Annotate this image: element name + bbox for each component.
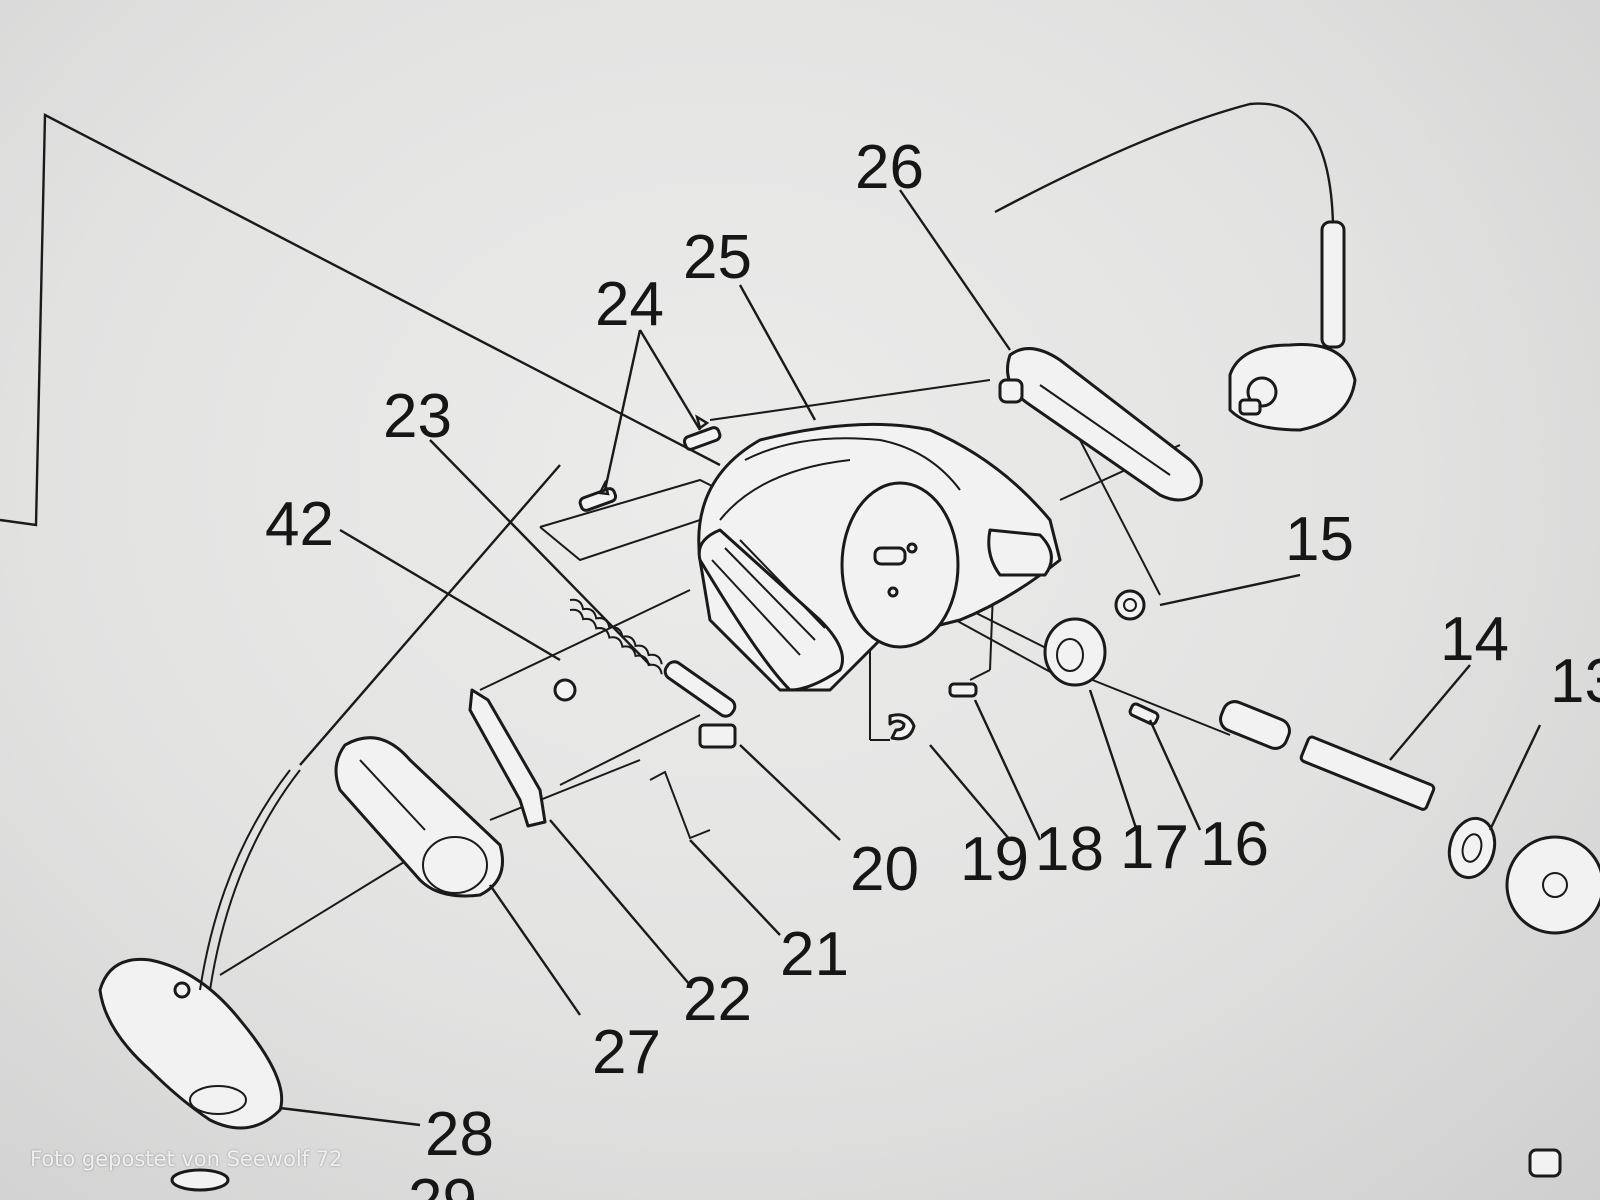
part-label-42: 42 (265, 490, 334, 559)
part-label-19: 19 (960, 825, 1029, 894)
part-label-28: 28 (425, 1100, 494, 1169)
part-label-29: 29 (408, 1167, 477, 1200)
gearbox-housing-part (697, 422, 1062, 692)
small-hardware-parts (468, 589, 1600, 1178)
part-number-labels: 26 25 24 23 42 15 14 13 20 19 18 17 16 2… (265, 133, 1600, 1200)
part-label-15: 15 (1285, 505, 1354, 574)
part-label-24: 24 (595, 270, 664, 339)
lower-arm-parts (98, 736, 504, 1192)
part-label-16: 16 (1200, 810, 1269, 879)
part-label-23: 23 (383, 382, 452, 451)
screw-parts-24 (578, 426, 722, 512)
part-label-14: 14 (1440, 605, 1509, 674)
label-leader-lines (279, 189, 1542, 1127)
part-label-20: 20 (850, 835, 919, 904)
cover-plate-part (998, 347, 1203, 502)
part-label-13: 13 (1550, 647, 1600, 716)
part-label-25: 25 (683, 223, 752, 292)
part-label-26: 26 (855, 133, 924, 202)
part-label-17: 17 (1120, 813, 1189, 882)
crank-handle-part (1228, 220, 1357, 432)
photo-credit-watermark: Foto gepostet von Seewolf 72 (30, 1147, 343, 1171)
part-label-22: 22 (683, 965, 752, 1034)
part-label-18: 18 (1035, 815, 1104, 884)
part-label-27: 27 (592, 1018, 661, 1087)
part-label-21: 21 (780, 920, 849, 989)
